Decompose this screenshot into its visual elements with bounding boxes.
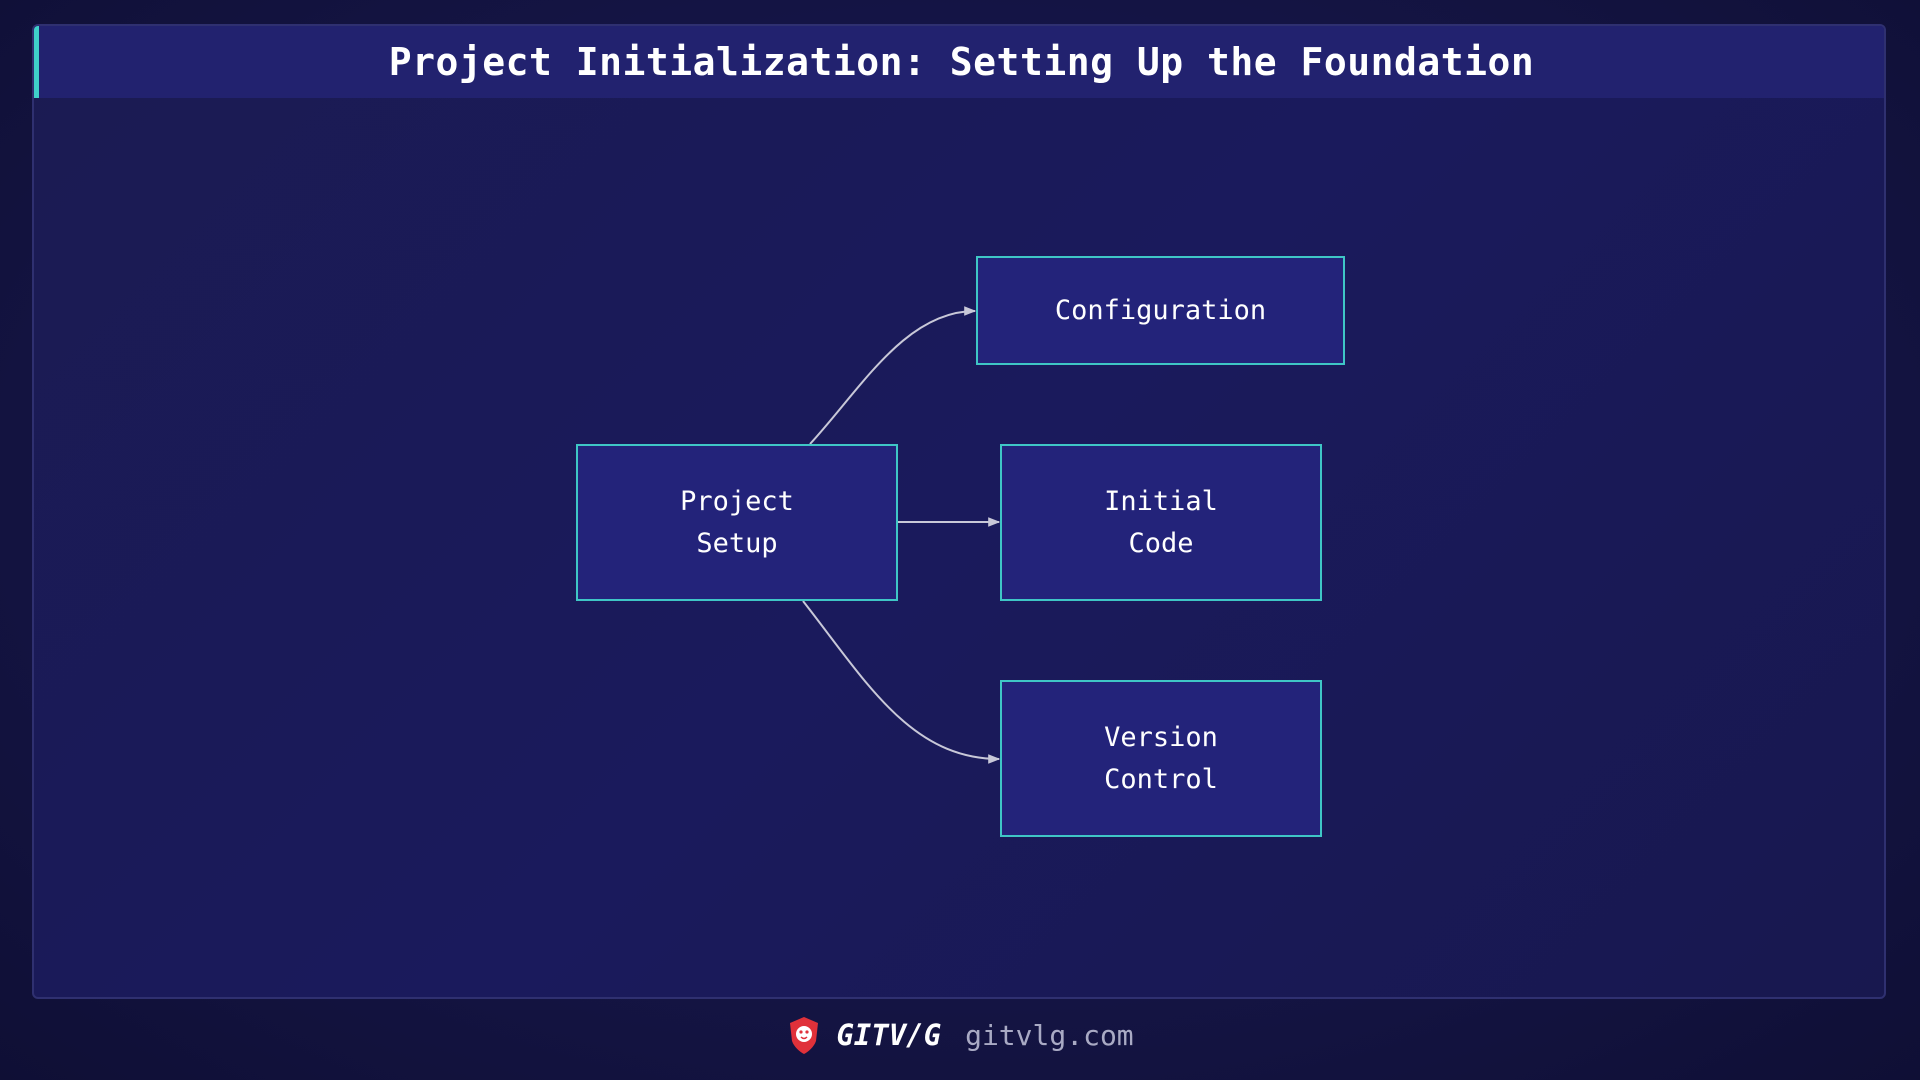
page-title: Project Initialization: Setting Up the F…	[388, 40, 1535, 84]
footer: GITV/G gitvlg.com	[0, 1010, 1920, 1060]
footer-site[interactable]: gitvlg.com	[965, 1018, 1134, 1052]
edge-project-setup-to-version-control	[802, 600, 1001, 764]
lion-shield-icon	[786, 1015, 822, 1055]
edge-project-setup-to-configuration	[809, 306, 977, 445]
footer-brand: GITV/G	[836, 1018, 942, 1052]
node-initial-code: Initial Code	[1000, 444, 1322, 601]
title-bar: Project Initialization: Setting Up the F…	[34, 26, 1884, 98]
diagram-panel: Project Initialization: Setting Up the F…	[32, 24, 1886, 999]
node-configuration: Configuration	[976, 256, 1345, 365]
node-version-control: Version Control	[1000, 680, 1322, 837]
node-project-setup: Project Setup	[576, 444, 898, 601]
